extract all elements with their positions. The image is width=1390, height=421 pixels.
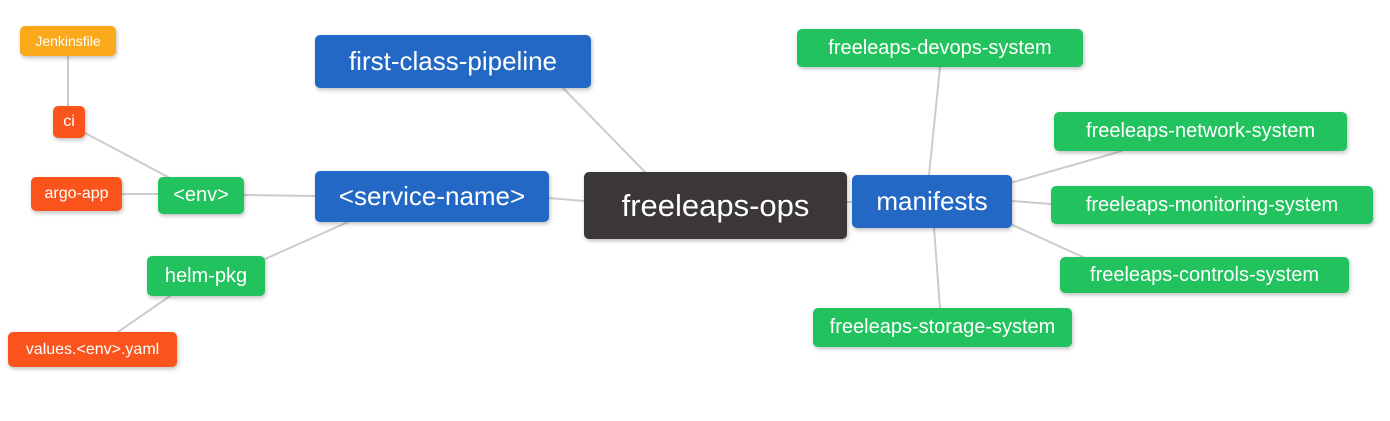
node-service-name[interactable]: <service-name> bbox=[315, 171, 549, 222]
node-freeleaps-storage-system[interactable]: freeleaps-storage-system bbox=[813, 308, 1072, 347]
node-ci[interactable]: ci bbox=[53, 106, 85, 138]
edge-helmpkg-servicename bbox=[264, 221, 349, 260]
node-freeleaps-network-system[interactable]: freeleaps-network-system bbox=[1054, 112, 1347, 151]
edge-manifests-storage bbox=[933, 227, 941, 309]
edge-env-servicename bbox=[243, 194, 316, 197]
edge-ci-env bbox=[84, 132, 169, 178]
node-freeleaps-controls-system[interactable]: freeleaps-controls-system bbox=[1060, 257, 1349, 293]
node-argo-app[interactable]: argo-app bbox=[31, 177, 122, 211]
node-root-freeleaps-ops[interactable]: freeleaps-ops bbox=[584, 172, 847, 239]
edge-servicename-root bbox=[548, 197, 585, 202]
edge-manifests-monitoring bbox=[1011, 200, 1052, 205]
edge-valuesyaml-helmpkg bbox=[117, 295, 171, 333]
node-freeleaps-monitoring-system[interactable]: freeleaps-monitoring-system bbox=[1051, 186, 1373, 224]
edge-pipeline-root bbox=[562, 87, 646, 173]
node-manifests[interactable]: manifests bbox=[852, 175, 1012, 228]
node-values-env-yaml[interactable]: values.<env>.yaml bbox=[8, 332, 177, 367]
node-first-class-pipeline[interactable]: first-class-pipeline bbox=[315, 35, 591, 88]
edge-manifests-devops bbox=[928, 66, 941, 176]
node-jenkinsfile[interactable]: Jenkinsfile bbox=[20, 26, 116, 56]
edge-manifests-controls bbox=[1007, 222, 1086, 259]
node-freeleaps-devops-system[interactable]: freeleaps-devops-system bbox=[797, 29, 1083, 67]
node-env[interactable]: <env> bbox=[158, 177, 244, 214]
edge-manifests-network bbox=[1009, 150, 1123, 184]
node-helm-pkg[interactable]: helm-pkg bbox=[147, 256, 265, 296]
